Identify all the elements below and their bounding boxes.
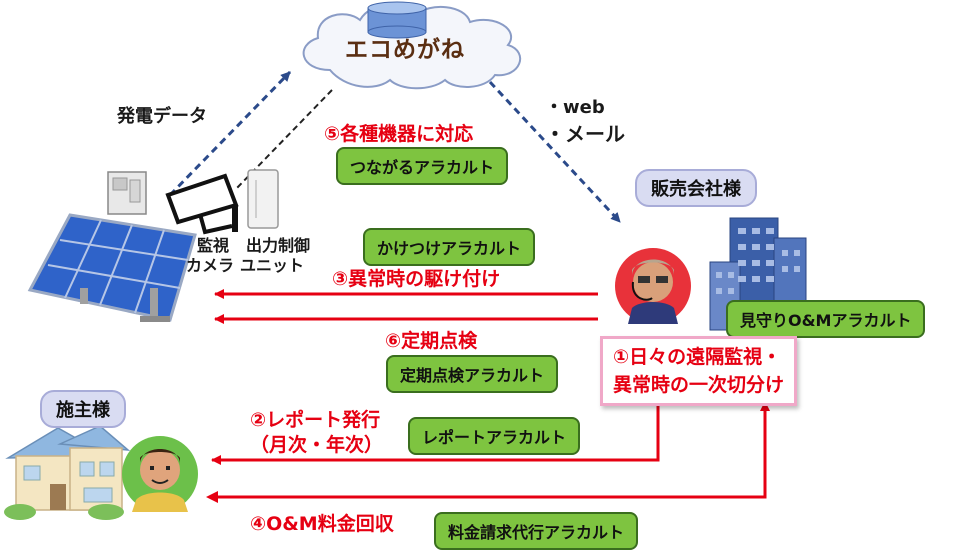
arrow-report: [211, 400, 660, 465]
cloud-title: エコめがね: [345, 37, 465, 63]
sales-company-badge: 販売会社様: [635, 169, 757, 207]
arrow-billing: [212, 401, 770, 499]
output-control-unit-icon: [247, 169, 279, 229]
house-icon: [4, 425, 131, 520]
web-label: ・web: [545, 97, 605, 118]
owner-badge: 施主様: [40, 390, 126, 428]
solar-panel-icon: [27, 213, 197, 322]
connect-alacarte-badge: つながるアラカルト: [336, 147, 509, 185]
owner-avatar: [122, 436, 198, 512]
item1-line2: 異常時の一次切分け: [613, 374, 785, 396]
item1-line1: ①日々の遠隔監視・: [613, 346, 782, 368]
monitor-camera-label-1: 監視: [197, 236, 230, 255]
power-data-label: 発電データ: [117, 106, 207, 127]
camera-icon: [165, 173, 239, 235]
output-control-label-2: ユニット: [240, 256, 305, 275]
item3-label: ③異常時の駆け付け: [332, 268, 501, 290]
billing-alacarte-badge: 料金請求代行アラカルト: [434, 512, 639, 550]
web-mail-arrow: [488, 80, 622, 224]
item2-label-1: ②レポート発行: [250, 409, 381, 431]
power-data-arrow: [168, 70, 292, 197]
output-control-label-1: 出力制御: [246, 236, 311, 255]
report-alacarte-badge: レポートアラカルト: [408, 417, 581, 455]
inspection-alacarte-badge: 定期点検アラカルト: [386, 355, 559, 393]
cloud-icon: [302, 3, 521, 90]
operator-avatar: [615, 248, 691, 324]
monitor-box-icon: [107, 171, 147, 215]
remote-monitoring-box: ①日々の遠隔監視・ 異常時の一次切分け: [600, 336, 798, 406]
mimamori-alacarte-badge: 見守りO&Mアラカルト: [726, 300, 926, 338]
device-connect-line: [234, 89, 333, 191]
database-icon: [367, 1, 427, 39]
monitor-camera-label-2: カメラ: [186, 256, 235, 275]
kaketsuke-alacarte-badge: かけつけアラカルト: [363, 228, 536, 266]
item2-label-2: （月次・年次）: [250, 434, 384, 456]
item6-label: ⑥定期点検: [385, 330, 478, 352]
item4-label: ④O&M料金回収: [250, 513, 394, 535]
item5-label: ⑤各種機器に対応: [324, 123, 474, 145]
mail-label: ・メール: [545, 122, 625, 146]
